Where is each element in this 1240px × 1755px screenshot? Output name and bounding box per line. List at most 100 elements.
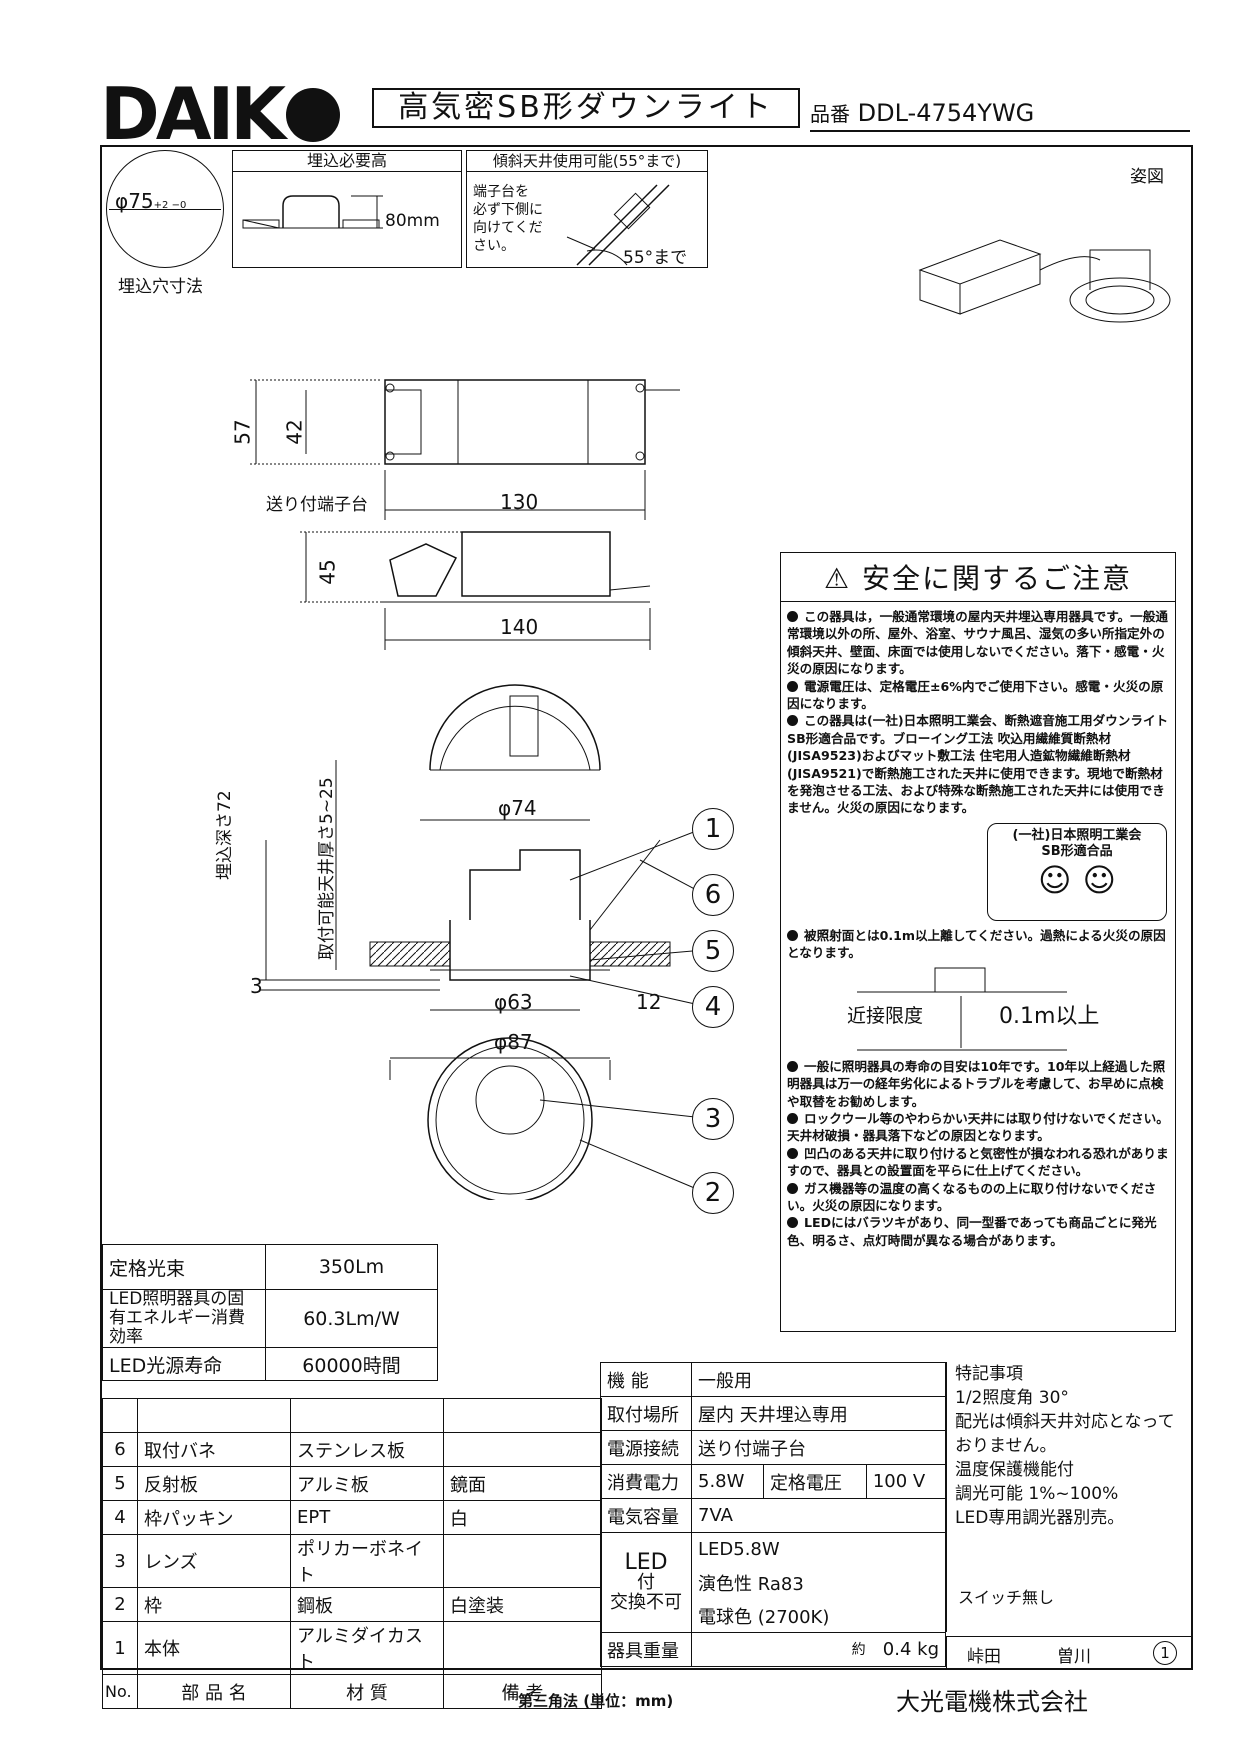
sun-logo-icon: [286, 88, 341, 143]
signature-1: 峠田: [967, 1647, 1001, 1667]
proximity-label: 近接限度: [847, 1004, 924, 1027]
callout-5: 5: [692, 930, 734, 972]
table-row: 演色性 Ra83: [601, 1566, 946, 1599]
parts-header-row: No.部 品 名材 質備 考: [102, 1674, 602, 1709]
projection-note: 第三角法 (単位：mm): [518, 1692, 674, 1710]
slope-note-line: 向けてくだ: [473, 220, 543, 236]
bullet-icon: [787, 1112, 798, 1124]
parts-empty-row: [102, 1398, 602, 1433]
product-title: 高気密SB形ダウンライト: [372, 88, 800, 128]
weight-cell: 約 0.4 kg: [691, 1632, 946, 1667]
safety-item: LEDにはバラツキがあり、同一型番であっても商品ごとに発光色、明るさ、点灯時間が…: [787, 1215, 1157, 1248]
dim-130: 130: [500, 490, 539, 514]
slope-box: 傾斜天井使用可能(55°まで) 端子台を 必ず下側に 向けてくだ さい。 55°…: [466, 150, 708, 268]
embed-height-title: 埋込必要高: [233, 151, 461, 172]
note-line: 調光可能 1%~100%: [955, 1484, 1119, 1504]
ceiling-thickness-label: 取付可能天井厚さ5~25: [317, 777, 337, 960]
bullet-icon: [787, 611, 798, 622]
slope-note-line: 端子台を: [473, 184, 529, 200]
note-line: 配光は傾斜天井対応となって: [955, 1412, 1175, 1432]
product-number-value: DDL-4754YWG: [857, 99, 1035, 127]
proximity-diagram: 近接限度 0.1m以上: [787, 962, 1169, 1058]
callout-6: 6: [692, 874, 734, 916]
dim-57: 57: [230, 419, 255, 445]
signatures: 峠田 曽川 1: [946, 1636, 1191, 1668]
embed-height-drawing: [242, 195, 383, 229]
safety-item: 凹凸のある天井に取り付けると気密性が損なわれる恐れがありますので、器具との設置面…: [787, 1145, 1169, 1179]
hole-label: 埋込穴寸法: [118, 277, 203, 297]
signature-2: 曽川: [1057, 1647, 1091, 1667]
smiley-face-icon: ☺ ☺: [1038, 860, 1116, 899]
brand-text: DAIK: [100, 72, 286, 156]
safety-body: この器具は，一般通常環境の屋内天井埋込専用器具です。一般通常環境以外の所、屋外、…: [781, 602, 1175, 1249]
dim-63: φ63: [494, 990, 533, 1014]
bullet-icon: [787, 1060, 798, 1072]
switch-note: スイッチ無し: [958, 1588, 1055, 1607]
slope-note: 端子台を 必ず下側に 向けてくだ さい。: [473, 183, 543, 255]
bullet-icon: [787, 680, 798, 692]
table-row: 電球色 (2700K): [601, 1599, 946, 1633]
note-line: LED専用調光器別売。: [955, 1508, 1125, 1528]
dim-42: 42: [282, 419, 307, 445]
proximity-drawing: [857, 967, 1067, 1051]
drawing-frame: [100, 145, 1193, 1670]
isometric-fixture-drawing: [918, 239, 1171, 323]
slope-drawing: [566, 184, 670, 266]
dim-74: φ74: [498, 796, 537, 820]
slope-angle: 55°まで: [623, 248, 688, 268]
safety-item: ガス機器等の温度の高くなるものの上に取り付けないでください。火災の原因になります…: [787, 1180, 1157, 1213]
safety-item: ロックウール等のやわらかい天井には取り付けないでください。天井材破損・器具落下な…: [787, 1110, 1169, 1144]
note-line: おりません。: [955, 1436, 1057, 1456]
embed-height-box: 埋込必要高 80mm: [232, 150, 462, 268]
callout-4: 4: [692, 986, 734, 1028]
bullet-icon: [787, 929, 798, 941]
product-number: 品番 DDL-4754YWG: [810, 98, 1034, 127]
safety-item: 電源電圧は、定格電圧±6%内でご使用下さい。感電・火災の原因になります。: [787, 678, 1164, 712]
safety-title-text: 安全に関するご注意: [862, 562, 1133, 595]
table-row: 取付場所屋内 天井埋込専用: [600, 1396, 946, 1431]
special-notes: 特記事項 1/2照度角 30° 配光は傾斜天井対応となって おりません。 温度保…: [946, 1362, 1191, 1632]
embed-height-value: 80mm: [385, 211, 440, 231]
safety-item: この器具は(一社)日本照明工業会、断熱遮音施工用ダウンライトSB形適合品です。ブ…: [787, 713, 1169, 816]
embed-depth-label: 埋込深さ72: [215, 790, 235, 880]
figure-label: 姿図: [1130, 167, 1164, 187]
notes-title: 特記事項: [955, 1364, 1023, 1384]
terminal-label: 送り付端子台: [266, 495, 368, 515]
brand-logo: DAIK: [100, 78, 341, 150]
dim-140: 140: [500, 615, 539, 639]
sb-badge: (一社)日本照明工業会 SB形適合品 ☺ ☺: [987, 822, 1167, 921]
safety-title: ⚠ 安全に関するご注意: [781, 553, 1175, 602]
badge-line2: SB形適合品: [1041, 843, 1113, 859]
hole-diagram: φ75+2 −0: [106, 150, 224, 268]
bullet-icon: [787, 1147, 798, 1159]
header-underline: [810, 130, 1190, 132]
safety-item: この器具は，一般通常環境の屋内天井埋込専用器具です。一般通常環境以外の所、屋外、…: [787, 609, 1168, 677]
top-view-drawing: [250, 379, 680, 650]
product-number-label: 品番: [810, 102, 850, 126]
table-row: 電源接続送り付端子台: [600, 1430, 946, 1465]
dim-12: 12: [636, 990, 662, 1014]
hole-dim-line: [109, 209, 221, 210]
dim-45: 45: [315, 559, 340, 585]
callout-2: 2: [692, 1172, 734, 1214]
badge-line1: (一社)日本照明工業会: [1012, 827, 1142, 843]
note-line: 温度保護機能付: [955, 1460, 1074, 1480]
safety-item: 被照射面とは0.1m以上離してください。過熱による火災の原因となります。: [787, 927, 1166, 961]
safety-notice: ⚠ 安全に関するご注意 この器具は，一般通常環境の屋内天井埋込専用器具です。一般…: [780, 552, 1176, 1332]
